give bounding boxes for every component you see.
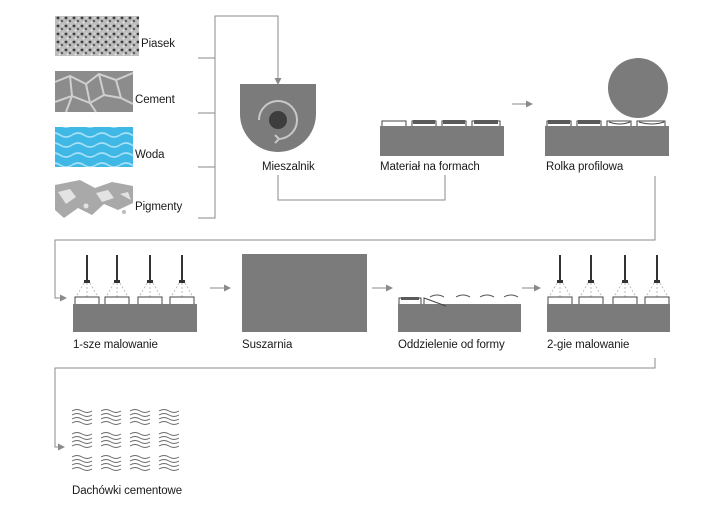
cement-texture-icon: [54, 71, 134, 113]
sand-texture-icon: [55, 16, 139, 56]
ingredient-cement: [54, 71, 134, 113]
label-first-painting: 1-sze malowanie: [73, 339, 158, 351]
label-mixer: Mieszalnik: [262, 161, 315, 173]
label-second-painting: 2-gie malowanie: [547, 339, 630, 351]
label-water: Woda: [135, 149, 165, 161]
spray-nozzles-icon: [74, 255, 195, 304]
flow-line-mixer-to-molds: [277, 175, 446, 201]
first-painting-machine: [73, 255, 197, 332]
drying-chamber-icon: [242, 254, 367, 332]
second-painting-machine: [547, 255, 670, 332]
label-pigments: Pigmenty: [135, 201, 183, 213]
molds-with-material-icon: [380, 120, 504, 156]
label-sand: Piasek: [141, 38, 175, 50]
flow-line-row2-to-row3: [54, 358, 656, 451]
ingredient-bracket: [198, 15, 282, 219]
label-cement-tiles: Dachówki cementowe: [72, 485, 183, 497]
water-texture-icon: [55, 127, 133, 167]
ingredient-sand: [55, 16, 139, 56]
label-profile-roller: Rolka profilowa: [546, 161, 624, 173]
flow-line-row1-to-row2: [54, 176, 656, 302]
mixer-machine: [240, 84, 316, 152]
ingredient-pigments: [55, 180, 133, 218]
label-dryer: Suszarnia: [242, 339, 293, 351]
stacked-roof-tiles-icon: [71, 409, 180, 471]
label-demolding: Oddzielenie od formy: [398, 339, 505, 351]
profile-roller-icon: [545, 58, 669, 156]
ingredient-water: [55, 127, 133, 167]
spray-nozzles-icon: [547, 255, 670, 304]
label-cement: Cement: [135, 94, 175, 106]
label-material-on-molds: Materiał na formach: [380, 161, 480, 173]
pigment-texture-icon: [55, 180, 133, 218]
demolding-icon: [398, 294, 521, 332]
